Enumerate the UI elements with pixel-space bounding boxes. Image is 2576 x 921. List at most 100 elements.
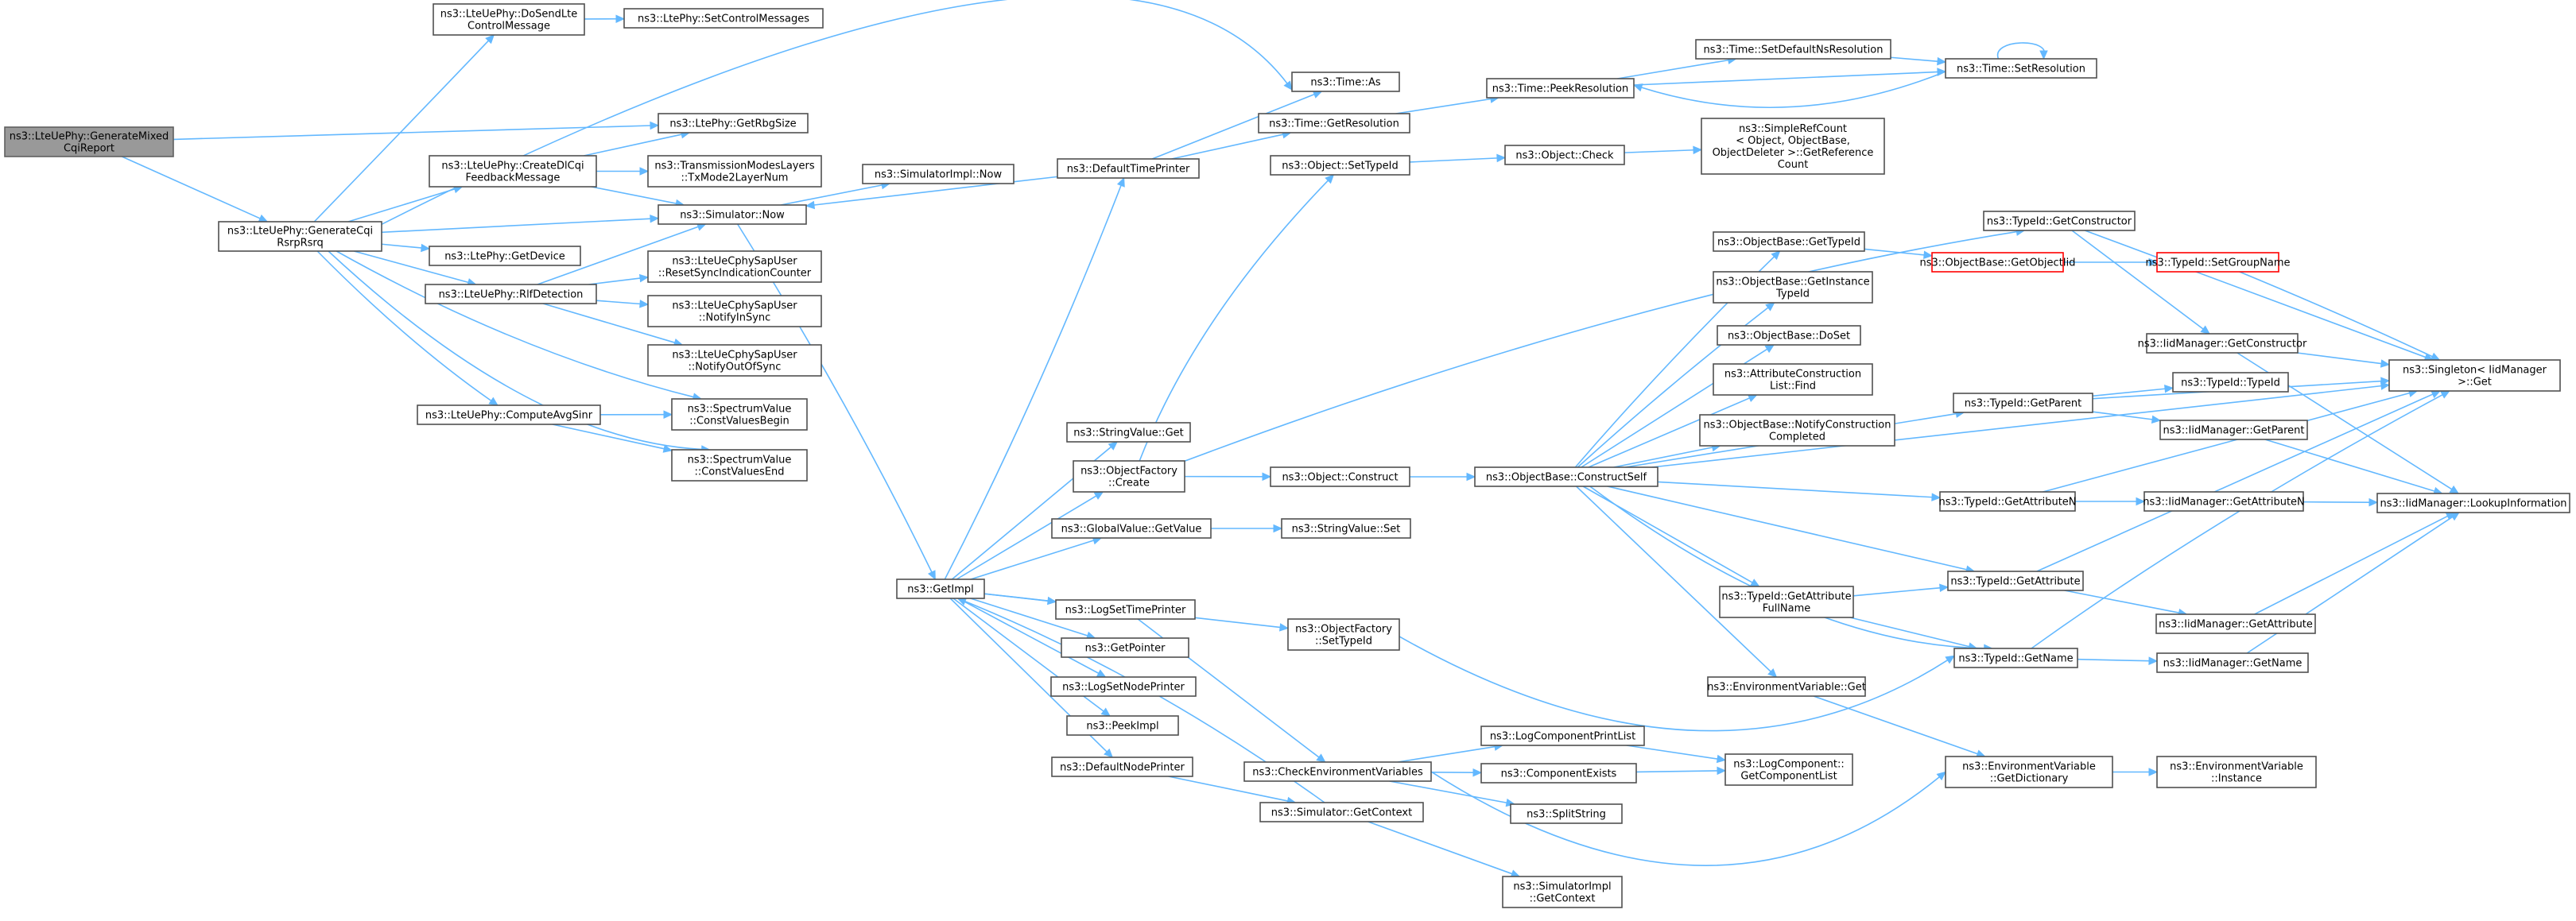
graph-node[interactable]: ns3::ObjectBase::NotifyConstructionCompl… bbox=[1699, 414, 1895, 447]
edge-arrowhead bbox=[1767, 668, 1778, 678]
edge-n26-to-n17 bbox=[944, 176, 1125, 580]
graph-node[interactable]: ns3::LogSetTimePrinter bbox=[1055, 599, 1196, 620]
graph-node[interactable]: ns3::Simulator::Now bbox=[658, 204, 807, 225]
graph-node[interactable]: ns3::ObjectFactory::SetTypeId bbox=[1287, 618, 1400, 651]
graph-node[interactable]: ns3::SpectrumValue::ConstValuesBegin bbox=[671, 398, 808, 431]
node-box bbox=[1945, 58, 2097, 79]
graph-node[interactable]: ns3::SplitString bbox=[1510, 803, 1623, 824]
graph-node[interactable]: ns3::LtePhy::SetControlMessages bbox=[623, 8, 824, 29]
graph-node[interactable]: ns3::TypeId::SetGroupName bbox=[2145, 252, 2291, 273]
node-box bbox=[2376, 493, 2570, 513]
graph-node[interactable]: ns3::EnvironmentVariable::Get bbox=[1707, 676, 1866, 697]
graph-node[interactable]: ns3::EnvironmentVariable::Instance bbox=[2156, 756, 2317, 788]
edge-line bbox=[1613, 446, 1713, 468]
graph-node[interactable]: ns3::Object::Construct bbox=[1270, 466, 1410, 487]
graph-node[interactable]: ns3::LtePhy::GetDevice bbox=[429, 246, 581, 266]
graph-node[interactable]: ns3::Time::As bbox=[1291, 72, 1400, 92]
node-label: ns3::TypeId::GetAttributeN bbox=[1938, 497, 2076, 509]
graph-node[interactable]: ns3::StringValue::Set bbox=[1281, 518, 1411, 539]
node-box bbox=[1713, 231, 1865, 252]
edge-n1-to-n8 bbox=[381, 243, 431, 253]
graph-node[interactable]: ns3::ComponentExists bbox=[1480, 763, 1637, 784]
graph-node[interactable]: ns3::IidManager::GetParent bbox=[2159, 420, 2308, 440]
graph-node[interactable]: ns3::Singleton< IidManager>::Get bbox=[2388, 359, 2561, 392]
graph-node[interactable]: ns3::ObjectBase::GetObjectIid bbox=[1919, 252, 2076, 273]
node-label: ::Create bbox=[1108, 478, 1150, 490]
graph-node[interactable]: ns3::ObjectBase::ConstructSelf bbox=[1474, 466, 1658, 487]
node-label: ns3::Object::Check bbox=[1515, 150, 1614, 162]
graph-node[interactable]: ns3::ObjectFactory::Create bbox=[1073, 460, 1185, 493]
graph-node[interactable]: ns3::SimpleRefCount< Object, ObjectBase,… bbox=[1701, 118, 1885, 175]
graph-node[interactable]: ns3::TypeId::GetName bbox=[1953, 648, 2078, 668]
graph-node[interactable]: ns3::IidManager::LookupInformation bbox=[2376, 493, 2570, 513]
graph-node[interactable]: ns3::CheckEnvironmentVariables bbox=[1243, 761, 1432, 782]
graph-node[interactable]: ns3::LogComponent::GetComponentList bbox=[1724, 753, 1853, 786]
graph-node[interactable]: ns3::LteUeCphySapUser::NotifyInSync bbox=[647, 295, 822, 327]
graph-node[interactable]: ns3::TypeId::GetAttribute bbox=[1947, 571, 2084, 591]
graph-node[interactable]: ns3::GlobalValue::GetValue bbox=[1051, 518, 1212, 539]
graph-node[interactable]: ns3::TypeId::TypeId bbox=[2172, 372, 2289, 393]
graph-node[interactable]: ns3::SimulatorImpl::GetContext bbox=[1502, 876, 1623, 908]
graph-node[interactable]: ns3::IidManager::GetName bbox=[2156, 652, 2309, 673]
graph-node[interactable]: ns3::Time::GetResolution bbox=[1258, 113, 1410, 134]
node-label: < Object, ObjectBase, bbox=[1736, 135, 1850, 147]
graph-node[interactable]: ns3::LteUeCphySapUser::NotifyOutOfSync bbox=[647, 344, 822, 377]
edge-n21-to-n22 bbox=[1890, 56, 1947, 66]
node-box bbox=[4, 126, 174, 157]
node-label: ns3::LteUePhy::RlfDetection bbox=[439, 289, 584, 301]
edge-line bbox=[316, 250, 493, 402]
graph-node[interactable]: ns3::TypeId::GetParent bbox=[1953, 393, 2093, 413]
edge-n49-to-n50 bbox=[2302, 497, 2379, 507]
node-box bbox=[1953, 648, 2078, 668]
graph-node[interactable]: ns3::TransmissionModesLayers::TxMode2Lay… bbox=[647, 155, 822, 188]
graph-node[interactable]: ns3::DefaultTimePrinter bbox=[1057, 158, 1200, 179]
edge-line bbox=[1409, 157, 1499, 163]
graph-node[interactable]: ns3::SpectrumValue::ConstValuesEnd bbox=[671, 449, 808, 482]
graph-node[interactable]: ns3::Time::PeekResolution bbox=[1486, 78, 1635, 99]
edge-arrowhead bbox=[1931, 493, 1942, 501]
graph-node[interactable]: ns3::Simulator::GetContext bbox=[1259, 802, 1424, 822]
edge-n41-to-n42 bbox=[2063, 257, 2159, 267]
edge-line bbox=[542, 303, 676, 344]
graph-node[interactable]: ns3::TypeId::GetAttributeN bbox=[1938, 491, 2077, 512]
graph-node[interactable]: ns3::LteUePhy::ComputeAvgSinr bbox=[417, 404, 601, 425]
graph-node[interactable]: ns3::LogComponentPrintList bbox=[1480, 726, 1645, 746]
graph-node[interactable]: ns3::LogSetNodePrinter bbox=[1050, 676, 1197, 697]
node-label: ns3::AttributeConstruction bbox=[1724, 369, 1861, 381]
edge-arrowhead bbox=[2151, 415, 2162, 424]
graph-node[interactable]: ns3::IidManager::GetConstructor bbox=[2138, 333, 2307, 354]
graph-node[interactable]: ns3::ObjectBase::DoSet bbox=[1717, 325, 1861, 346]
graph-node[interactable]: ns3::LteUeCphySapUser::ResetSyncIndicati… bbox=[647, 250, 822, 283]
graph-node[interactable]: ns3::TypeId::GetConstructor bbox=[1983, 211, 2136, 231]
graph-node[interactable]: ns3::DefaultNodePrinter bbox=[1051, 757, 1193, 777]
graph-node[interactable]: ns3::Object::Check bbox=[1504, 145, 1625, 165]
graph-node[interactable]: ns3::PeekImpl bbox=[1066, 715, 1179, 736]
graph-node[interactable]: ns3::GetImpl bbox=[896, 579, 985, 599]
graph-node[interactable]: ns3::SimulatorImpl::Now bbox=[862, 164, 1014, 184]
graph-node[interactable]: ns3::LteUePhy::CreateDlCqiFeedbackMessag… bbox=[429, 155, 597, 188]
graph-node[interactable]: ns3::GetPointer bbox=[1061, 637, 1189, 658]
graph-node[interactable]: ns3::IidManager::GetAttributeN bbox=[2143, 491, 2305, 512]
edge-line bbox=[1635, 770, 1719, 773]
graph-node[interactable]: ns3::IidManager::GetAttribute bbox=[2155, 613, 2316, 634]
graph-node[interactable]: ns3::EnvironmentVariable::GetDictionary bbox=[1945, 756, 2113, 788]
graph-node[interactable]: ns3::LteUePhy::RlfDetection bbox=[425, 284, 597, 304]
graph-node[interactable]: ns3::LtePhy::GetRbgSize bbox=[658, 113, 809, 134]
graph-node[interactable]: ns3::Time::SetDefaultNsResolution bbox=[1695, 39, 1891, 60]
graph-node[interactable]: ns3::Object::SetTypeId bbox=[1270, 155, 1410, 176]
graph-node[interactable]: ns3::ObjectBase::GetTypeId bbox=[1713, 231, 1865, 252]
edge-line bbox=[1171, 134, 1284, 160]
graph-node[interactable]: ns3::Time::SetResolution bbox=[1945, 58, 2097, 79]
edge-n17-to-n19 bbox=[1171, 130, 1292, 160]
graph-node[interactable]: ns3::StringValue::Get bbox=[1066, 422, 1191, 443]
edge-arrowhead bbox=[1316, 753, 1326, 763]
node-box bbox=[1258, 113, 1410, 134]
edge-line bbox=[952, 598, 1105, 713]
edge-n32-to-n35 bbox=[1581, 344, 1775, 468]
